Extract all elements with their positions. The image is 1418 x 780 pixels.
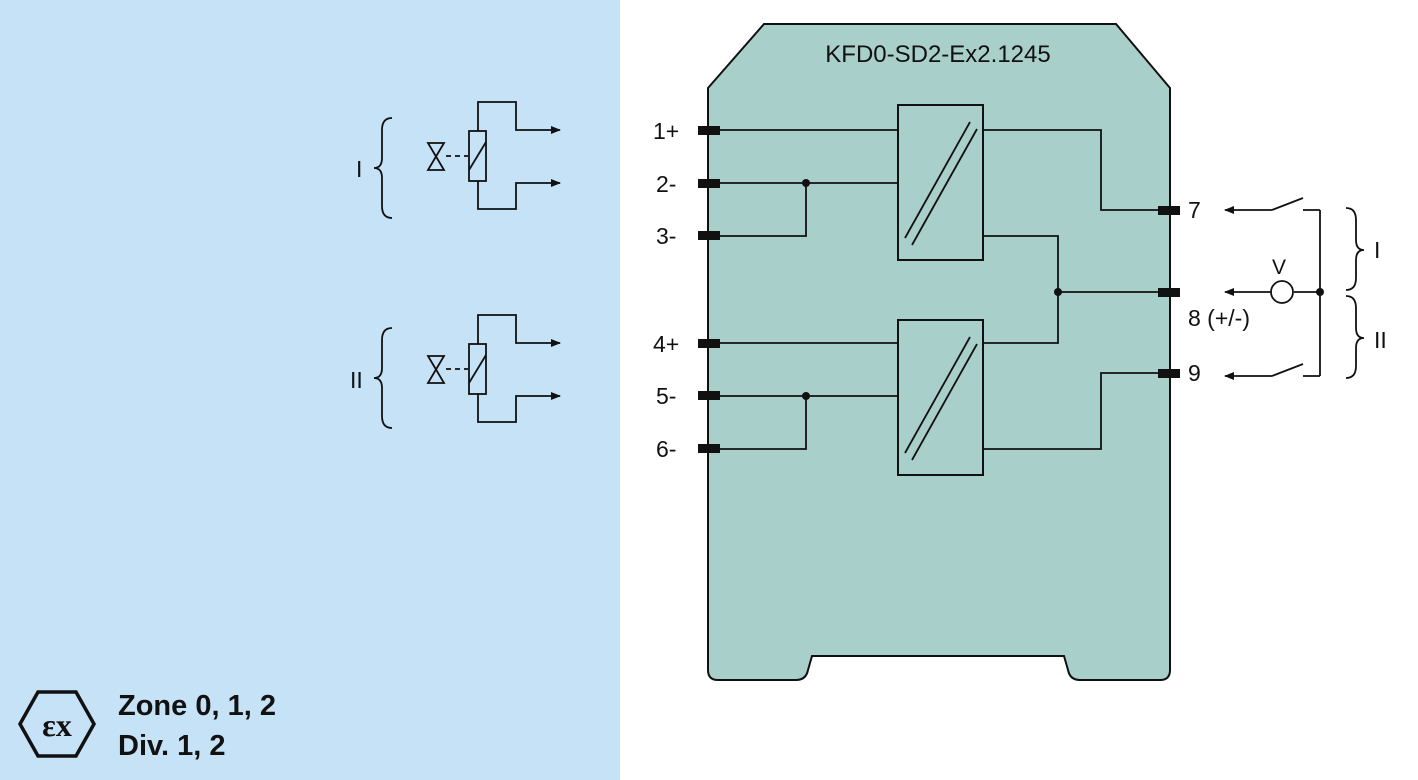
zone-text: Zone 0, 1, 2 [118, 690, 276, 722]
supply-channel-label-2: II [1374, 327, 1387, 353]
isolator-block-1 [897, 104, 984, 261]
terminal-label-6: 6- [656, 436, 676, 462]
isolator-block-2 [897, 319, 984, 476]
terminal-pin-7 [1158, 206, 1180, 215]
channel-1-wiring [720, 104, 1160, 292]
terminal-pin-5 [698, 391, 720, 400]
junction-dot [1054, 288, 1062, 296]
terminal-label-1: 1+ [653, 118, 679, 144]
switch-icon [1271, 197, 1304, 211]
brace-icon [1345, 295, 1365, 379]
terminal-pin-6 [698, 444, 720, 453]
terminal-pin-4 [698, 339, 720, 348]
terminal-label-9: 9 [1188, 360, 1201, 386]
brace-icon [373, 117, 393, 219]
control-side: V I II [1224, 197, 1387, 380]
ex-hazard-icon [17, 690, 97, 758]
supply-channel-label-1: I [1374, 237, 1380, 263]
terminal-pin-2 [698, 179, 720, 188]
brace-icon [1345, 207, 1365, 291]
div-text: Div. 1, 2 [118, 730, 225, 762]
terminal-label-8: 8 (+/-) [1188, 305, 1250, 331]
terminal-label-7: 7 [1188, 197, 1201, 223]
field-channel-1: I [356, 101, 561, 219]
hazardous-area-background [0, 0, 620, 780]
output-terminals: 7 8 (+/-) 9 [1158, 197, 1250, 386]
terminal-label-3: 3- [656, 223, 676, 249]
input-terminals: 1+ 2- 3- 4+ 5- 6- [653, 118, 720, 462]
terminal-pin-9 [1158, 369, 1180, 378]
channel-2-wiring [720, 292, 1160, 476]
junction-dot [802, 179, 810, 187]
terminal-label-4: 4+ [653, 331, 679, 357]
junction-dot [802, 392, 810, 400]
solenoid-valve-icon [426, 101, 561, 210]
terminal-label-5: 5- [656, 383, 676, 409]
channel-label: II [350, 367, 363, 393]
voltage-source-icon [1270, 280, 1294, 304]
certification-mark: εx Zone 0, 1, 2 Div. 1, 2 [17, 690, 276, 762]
terminal-pin-1 [698, 126, 720, 135]
field-channel-2: II [350, 314, 561, 429]
voltage-label: V [1272, 256, 1286, 279]
switch-icon [1271, 363, 1304, 377]
terminal-pin-3 [698, 231, 720, 240]
brace-icon [373, 327, 393, 429]
terminal-label-2: 2- [656, 171, 676, 197]
channel-label: I [356, 156, 362, 182]
ex-symbol-text: εx [42, 707, 72, 743]
module-title: KFD0-SD2-Ex2.1245 [825, 41, 1050, 68]
solenoid-valve-icon [426, 314, 561, 423]
terminal-pin-8 [1158, 288, 1180, 297]
